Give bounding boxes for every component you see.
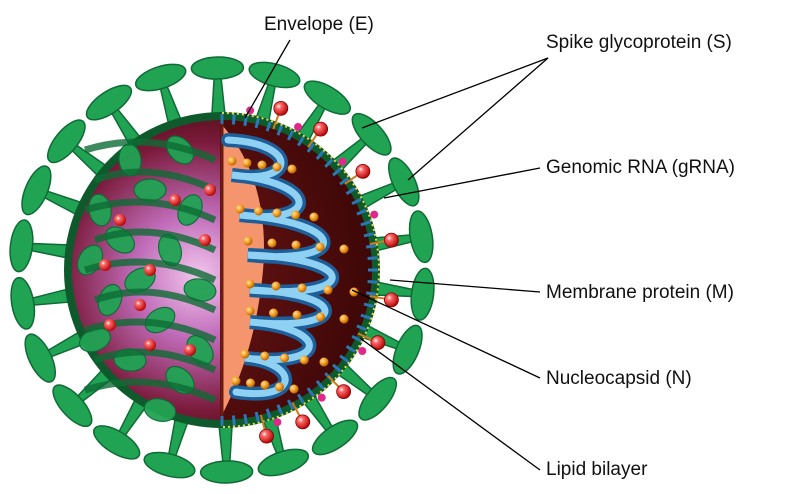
nucleocapsid-bead bbox=[298, 284, 307, 293]
membrane-protein-icon bbox=[345, 164, 370, 184]
internal-protein-dot bbox=[204, 184, 216, 196]
nucleocapsid-bead bbox=[228, 157, 237, 166]
nucleocapsid-bead bbox=[273, 163, 282, 172]
lipid-tick bbox=[366, 293, 376, 295]
envelope-protein-icon bbox=[294, 123, 302, 131]
nucleocapsid-bead bbox=[320, 358, 329, 367]
nucleocapsid-bead bbox=[232, 377, 241, 386]
label-spike-glycoprotein: Spike glycoprotein (S) bbox=[546, 32, 732, 54]
label-membrane-protein: Membrane protein (M) bbox=[546, 282, 734, 304]
nucleocapsid-bead bbox=[300, 356, 309, 365]
internal-protein-dot bbox=[99, 259, 111, 271]
nucleocapsid-bead bbox=[246, 280, 255, 289]
internal-protein-dot bbox=[184, 344, 196, 356]
nucleocapsid-bead bbox=[268, 239, 277, 248]
internal-protein-dot bbox=[104, 319, 116, 331]
nucleocapsid-bead bbox=[316, 243, 325, 252]
spike-glycoprotein-icon bbox=[7, 219, 73, 273]
lipid-tick bbox=[233, 114, 234, 124]
nucleocapsid-bead bbox=[292, 241, 301, 250]
nucleocapsid-bead bbox=[290, 385, 299, 394]
nucleocapsid-bead bbox=[258, 161, 267, 170]
lipid-tick bbox=[233, 416, 234, 426]
nucleocapsid-bead bbox=[291, 211, 300, 220]
label-envelope: Envelope (E) bbox=[264, 14, 374, 36]
lipid-tick bbox=[368, 258, 378, 259]
envelope-protein-icon bbox=[358, 347, 366, 355]
spike-glycoprotein-icon bbox=[200, 420, 252, 484]
envelope-protein-icon bbox=[318, 394, 326, 402]
nucleocapsid-bead bbox=[273, 209, 282, 218]
nucleocapsid-bead bbox=[280, 354, 289, 363]
nucleocapsid-bead bbox=[310, 213, 319, 222]
nucleocapsid-bead bbox=[324, 286, 333, 295]
nucleocapsid-bead bbox=[241, 350, 250, 359]
label-lipid-bilayer: Lipid bilayer bbox=[546, 459, 647, 481]
nucleocapsid-bead bbox=[246, 307, 255, 316]
nucleocapsid-bead bbox=[260, 352, 269, 361]
label-genomic-rna: Genomic RNA (gRNA) bbox=[546, 157, 735, 179]
nucleocapsid-bead bbox=[246, 379, 255, 388]
spike-glycoprotein-icon bbox=[191, 56, 243, 120]
nucleocapsid-bead bbox=[236, 205, 245, 214]
lipid-tick bbox=[366, 246, 376, 248]
envelope-protein-icon bbox=[370, 211, 378, 219]
internal-protein-dot bbox=[144, 339, 156, 351]
internal-protein-dot bbox=[144, 264, 156, 276]
nucleocapsid-bead bbox=[293, 311, 302, 320]
nucleocapsid-bead bbox=[243, 159, 252, 168]
leader-spike-1 bbox=[362, 58, 548, 128]
nucleocapsid-bead bbox=[272, 282, 281, 291]
nucleocapsid-bead bbox=[275, 383, 284, 392]
nucleocapsid-bead bbox=[269, 309, 278, 318]
nucleocapsid-bead bbox=[261, 381, 270, 390]
nucleocapsid-bead bbox=[254, 207, 263, 216]
nucleocapsid-bead bbox=[316, 313, 325, 322]
internal-protein-dot bbox=[169, 194, 181, 206]
internal-protein-dot bbox=[114, 214, 126, 226]
lipid-tick bbox=[245, 414, 247, 424]
internal-protein-dot bbox=[199, 234, 211, 246]
envelope-protein-icon bbox=[338, 158, 346, 166]
nucleocapsid-bead bbox=[340, 245, 349, 254]
nucleocapsid-bead bbox=[340, 315, 349, 324]
envelope-protein-icon bbox=[273, 418, 281, 426]
internal-protein-dot bbox=[134, 299, 146, 311]
label-nucleocapsid: Nucleocapsid (N) bbox=[546, 368, 692, 390]
surface-blob-icon bbox=[134, 179, 166, 201]
spike-glycoprotein-icon bbox=[370, 267, 436, 321]
lipid-tick bbox=[368, 281, 378, 282]
leader-spike-2 bbox=[408, 58, 548, 180]
nucleocapsid-bead bbox=[244, 237, 253, 246]
nucleocapsid-bead bbox=[288, 165, 297, 174]
